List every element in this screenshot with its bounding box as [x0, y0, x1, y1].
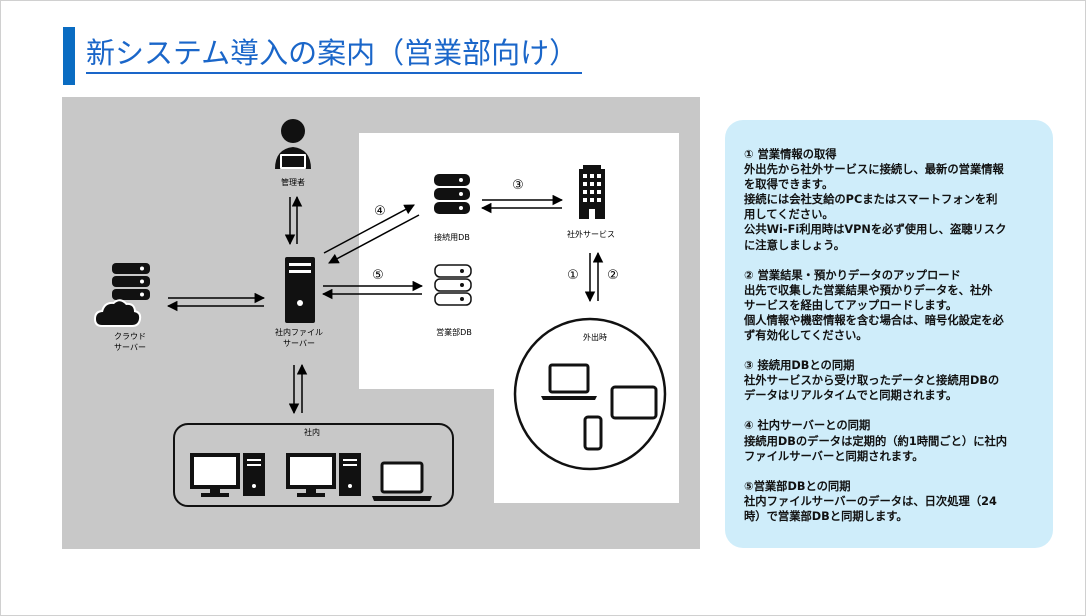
- desktop-pc-icon: [286, 453, 361, 497]
- outside-group-circle: [513, 317, 667, 471]
- outside-label: 外出時: [583, 332, 607, 342]
- user-icon: [275, 119, 311, 169]
- info-section-text: 出先で収集した営業結果や預かりデータを、社外: [744, 283, 993, 297]
- info-section-text: 公共Wi-Fi利用時はVPNを必ず使用し、盗聴リスク: [744, 223, 1007, 237]
- laptop-icon: [372, 461, 432, 501]
- arrow-number-4: ④: [374, 204, 386, 219]
- title-accent-bar: [63, 27, 75, 85]
- info-section-text: 社外サービスから受け取ったデータと接続用DBの: [744, 374, 1000, 388]
- database-icon: [434, 174, 470, 214]
- info-section-text: に注意しましょう。: [744, 238, 845, 252]
- arrow-4-conndb-to-server: [328, 214, 420, 264]
- info-section-heading: ① 営業情報の取得: [744, 148, 837, 161]
- info-section-text: 社内ファイルサーバーのデータは、日次処理（24: [744, 494, 997, 508]
- info-section-heading: ④ 社内サーバーとの同期: [744, 419, 871, 433]
- info-section-text: データはリアルタイムでと同期されます。: [744, 389, 958, 403]
- arrow-number-1: ①: [567, 268, 579, 283]
- admin-label: 管理者: [281, 177, 305, 187]
- database-icon: [112, 263, 150, 300]
- info-section-text: ファイルサーバーと同期されます。: [744, 449, 924, 463]
- laptop-icon: [541, 363, 597, 400]
- info-section-text: 接続には会社支給のPCまたはスマートフォンを利: [744, 193, 998, 207]
- arrow-number-3: ③: [512, 178, 524, 193]
- connection-db-label: 接続用DB: [434, 232, 470, 242]
- desktop-pc-icon: [190, 453, 265, 497]
- info-panel: ① 営業情報の取得外出先から社外サービスに接続し、最新の営業情報を取得できます。…: [725, 120, 1053, 548]
- cloud-server-label-line1: クラウド: [114, 332, 146, 341]
- file-server-label-line2: サーバー: [283, 339, 315, 348]
- info-section-heading: ⑤営業部DBとの同期: [744, 479, 851, 493]
- info-section-text: サービスを経由してアップロードします。: [744, 298, 958, 312]
- building-icon: [579, 165, 605, 219]
- page-title: 新システム導入の案内（営業部向け）: [86, 34, 583, 74]
- arrow-number-2: ②: [607, 268, 619, 283]
- office-group-box: [173, 423, 454, 507]
- info-section-heading: ③ 接続用DBとの同期: [744, 359, 855, 373]
- info-section-text: を取得できます。: [744, 178, 834, 192]
- info-section-text: 用してください。: [744, 208, 834, 222]
- smartphone-icon: [583, 415, 603, 451]
- server-tower-icon: [285, 257, 315, 323]
- info-section-text: 接続用DBのデータは定期的（約1時間ごと）に社内: [744, 434, 1008, 448]
- info-section-text: 外出先から社外サービスに接続し、最新の営業情報: [744, 163, 1004, 177]
- info-section: ③ 接続用DBとの同期社外サービスから受け取ったデータと接続用DBのデータはリア…: [744, 358, 1035, 403]
- arrow-4-server-to-conndb: [323, 204, 415, 254]
- external-service-label: 社外サービス: [567, 229, 615, 239]
- info-section-text: 時）で営業部DBと同期します。: [744, 509, 908, 523]
- office-label: 社内: [304, 427, 320, 437]
- cloud-icon: [93, 299, 142, 327]
- info-section-text: 個人情報や機密情報を含む場合は、暗号化設定を必: [744, 313, 1004, 327]
- sales-db-label: 営業部DB: [436, 327, 472, 337]
- database-icon: [434, 264, 472, 306]
- file-server-label-line1: 社内ファイル: [275, 327, 323, 337]
- arrow-number-5: ⑤: [372, 268, 384, 283]
- system-diagram: 管理者 クラウド サーバー 社内ファイル サーバー ④ ⑤: [62, 97, 700, 549]
- tablet-icon: [610, 385, 658, 420]
- info-section: ① 営業情報の取得外出先から社外サービスに接続し、最新の営業情報を取得できます。…: [744, 147, 1035, 253]
- info-section: ② 営業結果・預かりデータのアップロード出先で収集した営業結果や預かりデータを、…: [744, 268, 1035, 343]
- info-section: ④ 社内サーバーとの同期接続用DBのデータは定期的（約1時間ごと）に社内ファイル…: [744, 418, 1035, 463]
- info-section-heading: ② 営業結果・預かりデータのアップロード: [744, 268, 961, 282]
- info-section-text: ず有効化してください。: [744, 329, 868, 343]
- cloud-server-label-line2: サーバー: [114, 343, 146, 352]
